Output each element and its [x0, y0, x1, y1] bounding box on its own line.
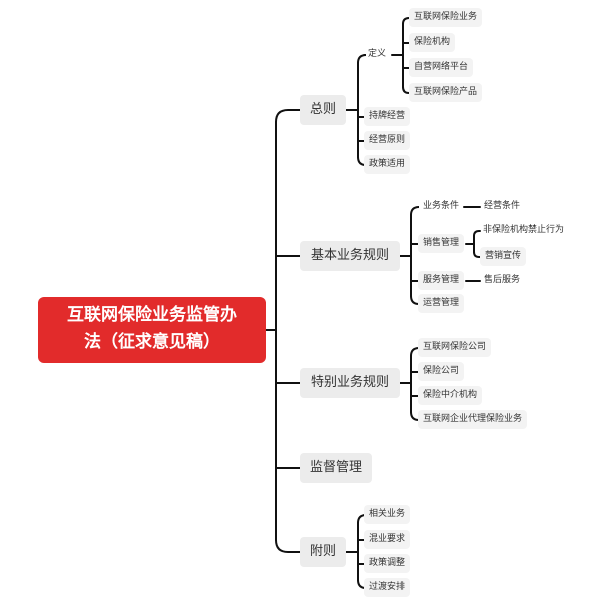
basic-link-branch-0	[410, 206, 420, 216]
node-service-management[interactable]: 服务管理	[418, 271, 465, 290]
node-insurance-institutions[interactable]: 保险机构	[409, 33, 456, 52]
node-policy-adjustment[interactable]: 政策调整	[364, 554, 411, 573]
root-link-branch-4	[275, 539, 301, 553]
node-transition-arrangement[interactable]: 过渡安排	[364, 578, 411, 597]
root-title-line-2: 法（征求意见稿）	[84, 332, 220, 352]
sales-link-branch-0	[473, 230, 481, 237]
branch-supplementary[interactable]: 附则	[300, 537, 346, 567]
node-internet-insurance-company[interactable]: 互联网保险公司	[418, 338, 492, 357]
branch-supervision[interactable]: 监督管理	[300, 453, 372, 483]
node-definition[interactable]: 定义	[368, 49, 387, 59]
root-title-line-1: 互联网保险业务监管办	[67, 305, 237, 325]
node-insurance-intermediary[interactable]: 保险中介机构	[418, 386, 483, 405]
node-business-conditions[interactable]: 业务条件	[423, 201, 460, 211]
node-non-insurer-prohibited-acts[interactable]: 非保险机构禁止行为	[483, 225, 565, 235]
node-sales-management[interactable]: 销售管理	[418, 234, 465, 253]
node-insurance-company[interactable]: 保险公司	[418, 362, 465, 381]
root-link-branch-0	[275, 109, 301, 123]
node-operations-management[interactable]: 运营管理	[418, 294, 465, 313]
node-self-operated-platform[interactable]: 自营网络平台	[409, 58, 474, 77]
node-internet-enterprise-agency[interactable]: 互联网企业代理保险业务	[418, 410, 528, 429]
branch-special-rules[interactable]: 特别业务规则	[300, 368, 400, 398]
node-operating-conditions[interactable]: 经营条件	[484, 201, 521, 211]
branch-general[interactable]: 总则	[300, 95, 346, 125]
node-marketing-promotion[interactable]: 营销宣传	[480, 247, 527, 266]
node-licensed-operation[interactable]: 持牌经营	[364, 107, 411, 126]
node-internet-insurance-products[interactable]: 互联网保险产品	[409, 83, 483, 102]
root-node[interactable]: 互联网保险业务监管办 法（征求意见稿）	[38, 297, 266, 363]
node-related-business[interactable]: 相关业务	[364, 505, 411, 524]
node-policy-application[interactable]: 政策适用	[364, 155, 411, 174]
general-link-branch-0	[357, 54, 367, 64]
node-internet-insurance-business[interactable]: 互联网保险业务	[409, 8, 483, 27]
branch-basic-rules[interactable]: 基本业务规则	[300, 241, 400, 271]
node-operating-principles[interactable]: 经营原则	[364, 131, 411, 150]
node-mixed-business-requirements[interactable]: 混业要求	[364, 530, 411, 549]
node-after-sales-service[interactable]: 售后服务	[484, 275, 521, 285]
